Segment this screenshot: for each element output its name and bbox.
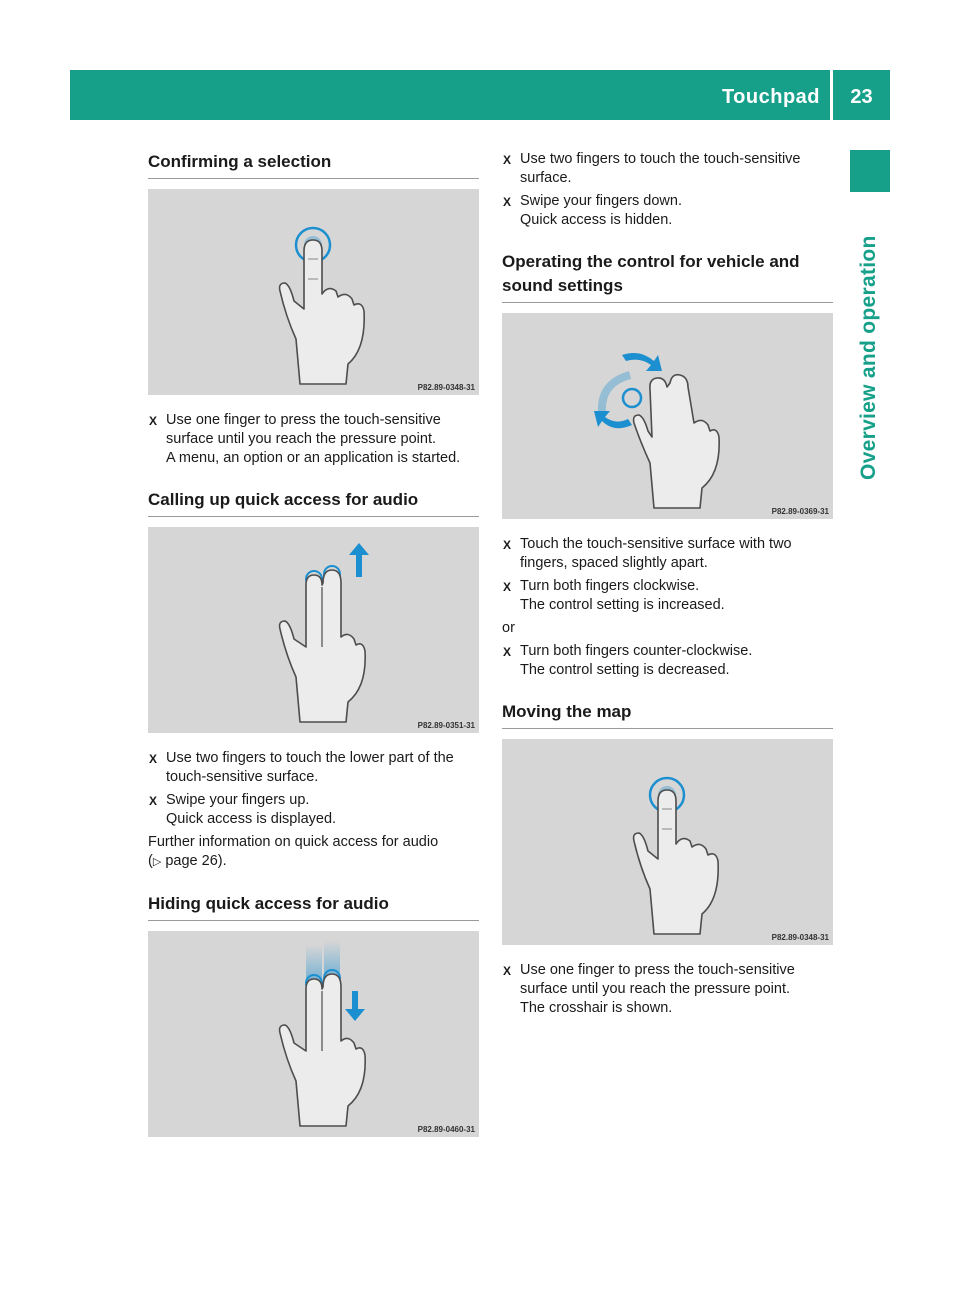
one-finger-press-icon — [278, 226, 365, 385]
figure-one-finger-press-map: P82.89-0348-31 — [502, 739, 833, 945]
step-arrow-icon: X — [149, 752, 158, 766]
step-result: The control setting is decreased. — [520, 662, 730, 678]
figure-code: P82.89-0460-31 — [417, 1125, 475, 1134]
heading-operating-control: Operating the control for vehicle and so… — [502, 250, 833, 303]
chapter-title: Touchpad — [721, 86, 820, 108]
step-item: X Use two fingers to touch the lower par… — [148, 749, 479, 787]
one-finger-press-icon — [632, 776, 719, 935]
figure-two-finger-swipe-up: P82.89-0351-31 — [148, 527, 479, 733]
page-ref-arrow-icon: ▷ — [152, 856, 162, 868]
info-text: Further information on quick access for … — [148, 834, 439, 850]
step-item: X Turn both fingers counter-clockwise. T… — [502, 642, 833, 680]
step-arrow-icon: X — [503, 964, 512, 978]
step-text: Use two fingers to touch the touch-sensi… — [520, 151, 801, 186]
two-finger-swipe-up-icon — [278, 543, 369, 723]
step-item: X Swipe your fingers up. Quick access is… — [148, 791, 479, 829]
figure-code: P82.89-0348-31 — [771, 933, 829, 942]
step-arrow-icon: X — [503, 195, 512, 209]
step-item: X Use two fingers to touch the touch-sen… — [502, 150, 833, 188]
left-column: Confirming a selection P82.89-0348-31 X … — [148, 150, 479, 1137]
heading-moving-map: Moving the map — [502, 700, 833, 729]
step-arrow-icon: X — [503, 153, 512, 167]
figure-two-finger-swipe-down: P82.89-0460-31 — [148, 931, 479, 1137]
step-result: Quick access is displayed. — [166, 811, 337, 827]
step-result: A menu, an option or an application is s… — [166, 450, 461, 466]
heading-calling-quick-access: Calling up quick access for audio — [148, 488, 479, 517]
heading-hiding-quick-access: Hiding quick access for audio — [148, 892, 479, 921]
heading-confirming-selection: Confirming a selection — [148, 150, 479, 179]
info-paragraph: Further information on quick access for … — [148, 833, 479, 872]
right-column: X Use two fingers to touch the touch-sen… — [502, 150, 833, 1022]
two-finger-swipe-down-icon — [278, 941, 366, 1127]
step-arrow-icon: X — [503, 580, 512, 594]
step-item: X Use one finger to press the touch-sens… — [502, 961, 833, 1018]
figure-one-finger-press: P82.89-0348-31 — [148, 189, 479, 395]
step-text: Use one finger to press the touch-sensit… — [166, 412, 441, 447]
two-finger-rotate-icon — [594, 353, 720, 509]
side-tab-marker — [850, 150, 890, 192]
page-number: 23 — [850, 86, 873, 108]
header-separator — [830, 70, 833, 120]
step-text: Touch the touch-sensitive surface with t… — [520, 536, 792, 571]
step-item: X Touch the touch-sensitive surface with… — [502, 535, 833, 573]
figure-code: P82.89-0369-31 — [771, 507, 829, 516]
step-item: X Use one finger to press the touch-sens… — [148, 411, 479, 468]
step-text: Turn both fingers counter-clockwise. — [520, 643, 753, 659]
step-arrow-icon: X — [149, 414, 158, 428]
step-text: Use two fingers to touch the lower part … — [166, 750, 454, 785]
figure-code: P82.89-0348-31 — [417, 383, 475, 392]
figure-two-finger-rotate: P82.89-0369-31 — [502, 313, 833, 519]
step-arrow-icon: X — [149, 794, 158, 808]
step-text: Swipe your fingers up. — [166, 792, 310, 808]
header-bar — [70, 70, 890, 120]
side-section-label: Overview and operation — [857, 235, 880, 480]
page-ref-open: ( — [148, 853, 153, 869]
figure-code: P82.89-0351-31 — [417, 721, 475, 730]
or-separator: or — [502, 620, 515, 636]
step-item: X Turn both fingers clockwise. The contr… — [502, 577, 833, 615]
step-arrow-icon: X — [503, 538, 512, 552]
step-text: Turn both fingers clockwise. — [520, 578, 700, 594]
step-text: Use one finger to press the touch-sensit… — [520, 962, 795, 997]
step-result: The crosshair is shown. — [520, 1000, 673, 1016]
step-result: Quick access is hidden. — [520, 212, 673, 228]
step-item: X Swipe your fingers down. Quick access … — [502, 192, 833, 230]
page-reference-link[interactable]: page 26). — [161, 853, 227, 869]
step-result: The control setting is increased. — [520, 597, 725, 613]
step-arrow-icon: X — [503, 645, 512, 659]
step-text: Swipe your fingers down. — [520, 193, 682, 209]
